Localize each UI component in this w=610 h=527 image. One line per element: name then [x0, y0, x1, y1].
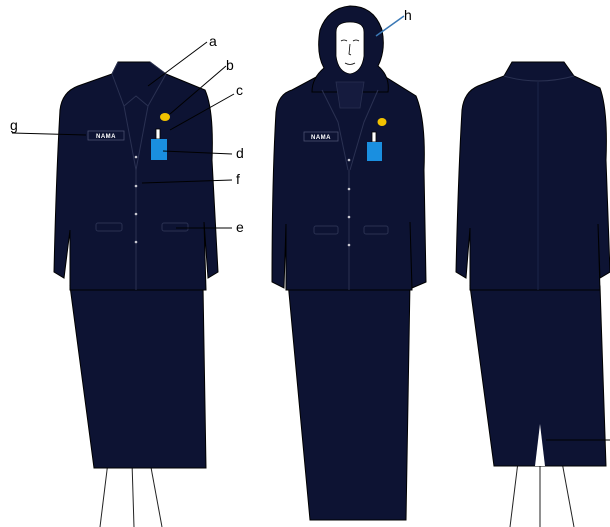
front-view-id-card: [151, 139, 167, 160]
back-view-legs: [510, 462, 574, 527]
callout-label-f: f: [236, 171, 240, 187]
hijab-view-id-card: [367, 142, 382, 161]
callout-label-d: d: [236, 145, 244, 161]
back-view-figure: [456, 62, 610, 527]
callout-label-b: b: [226, 57, 234, 73]
callout-label-h: h: [404, 7, 412, 23]
callout-label-g: g: [10, 117, 18, 133]
hijab-view-skirt: [288, 282, 410, 520]
callout-label-c: c: [236, 82, 243, 98]
hijab-view-name-tag-text: NAMA: [311, 135, 331, 141]
front-view-skirt: [70, 286, 206, 468]
front-view-badge: [160, 113, 170, 121]
callout-label-e: e: [236, 219, 244, 235]
back-view-skirt: [470, 286, 606, 466]
front-view-id-clip: [156, 129, 160, 139]
hijab-view-figure: NAMA: [272, 6, 426, 520]
hijab-view-inner-neck: [336, 82, 364, 108]
hijab-view-badge: [378, 118, 387, 126]
front-view-figure: NAMA: [54, 62, 218, 527]
front-view-name-tag-text: NAMA: [96, 134, 116, 140]
front-view-legs: [100, 462, 162, 527]
callout-label-a: a: [209, 33, 217, 49]
hijab-view-id-clip: [372, 132, 376, 142]
back-view-jacket: [456, 62, 610, 290]
